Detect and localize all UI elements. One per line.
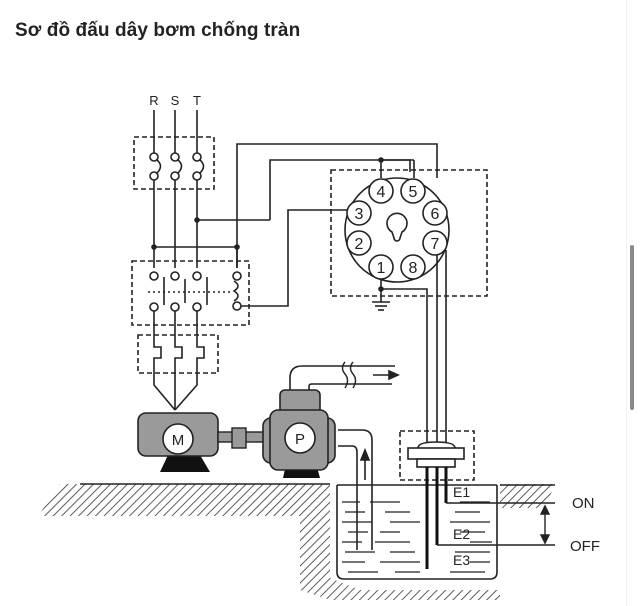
discharge-pipe [289, 361, 400, 392]
relay-pin-7: 7 [422, 230, 448, 256]
level-on-label: ON [572, 495, 595, 512]
ground-hatch [38, 483, 555, 600]
electrode-label-e3: E3 [453, 552, 470, 568]
phase-label-s: S [171, 93, 180, 108]
electrode-labels: E1 E2 E3 [453, 484, 470, 568]
svg-text:3: 3 [355, 206, 364, 223]
pump: P [262, 389, 336, 478]
motor: M [137, 412, 219, 472]
control-wiring [151, 143, 438, 307]
relay-pin-2: 2 [346, 230, 372, 256]
circuit-breaker [133, 110, 215, 268]
electrode-label-e1: E1 [453, 484, 470, 500]
relay-pin-4: 4 [368, 178, 394, 204]
relay-pins: 1 2 3 4 5 6 7 8 [346, 178, 448, 280]
svg-text:2: 2 [355, 236, 364, 253]
electrode-holder [399, 430, 475, 481]
phase-labels: R S T [149, 93, 201, 108]
water-tank [336, 484, 498, 580]
electrode-wires [381, 250, 447, 442]
level-off-label: OFF [570, 538, 600, 555]
contactor [131, 260, 250, 340]
svg-text:5: 5 [409, 184, 418, 201]
svg-text:4: 4 [377, 184, 386, 201]
electrodes [425, 467, 448, 569]
coupling [217, 427, 269, 449]
svg-text:7: 7 [431, 236, 440, 253]
relay-pin-1: 1 [368, 254, 394, 280]
svg-text:8: 8 [409, 260, 418, 277]
relay-pin-5: 5 [400, 178, 426, 204]
page-edge [626, 0, 627, 606]
level-indicator [437, 502, 555, 546]
relay-pin-3: 3 [346, 200, 372, 226]
motor-label: M [172, 432, 185, 449]
pump-label: P [295, 431, 305, 448]
suction-pipe [338, 429, 373, 550]
svg-text:6: 6 [431, 206, 440, 223]
electrode-label-e2: E2 [453, 526, 470, 542]
relay-pin-6: 6 [422, 200, 448, 226]
phase-label-r: R [149, 93, 158, 108]
phase-label-t: T [193, 93, 201, 108]
relay-pin-8: 8 [400, 254, 426, 280]
overload-relay [137, 334, 219, 411]
ground-symbol [372, 279, 390, 311]
page-title: Sơ đồ đấu dây bơm chống tràn [15, 20, 301, 41]
svg-text:1: 1 [377, 260, 386, 277]
level-relay [330, 169, 488, 297]
vertical-scrollbar[interactable] [630, 245, 634, 410]
